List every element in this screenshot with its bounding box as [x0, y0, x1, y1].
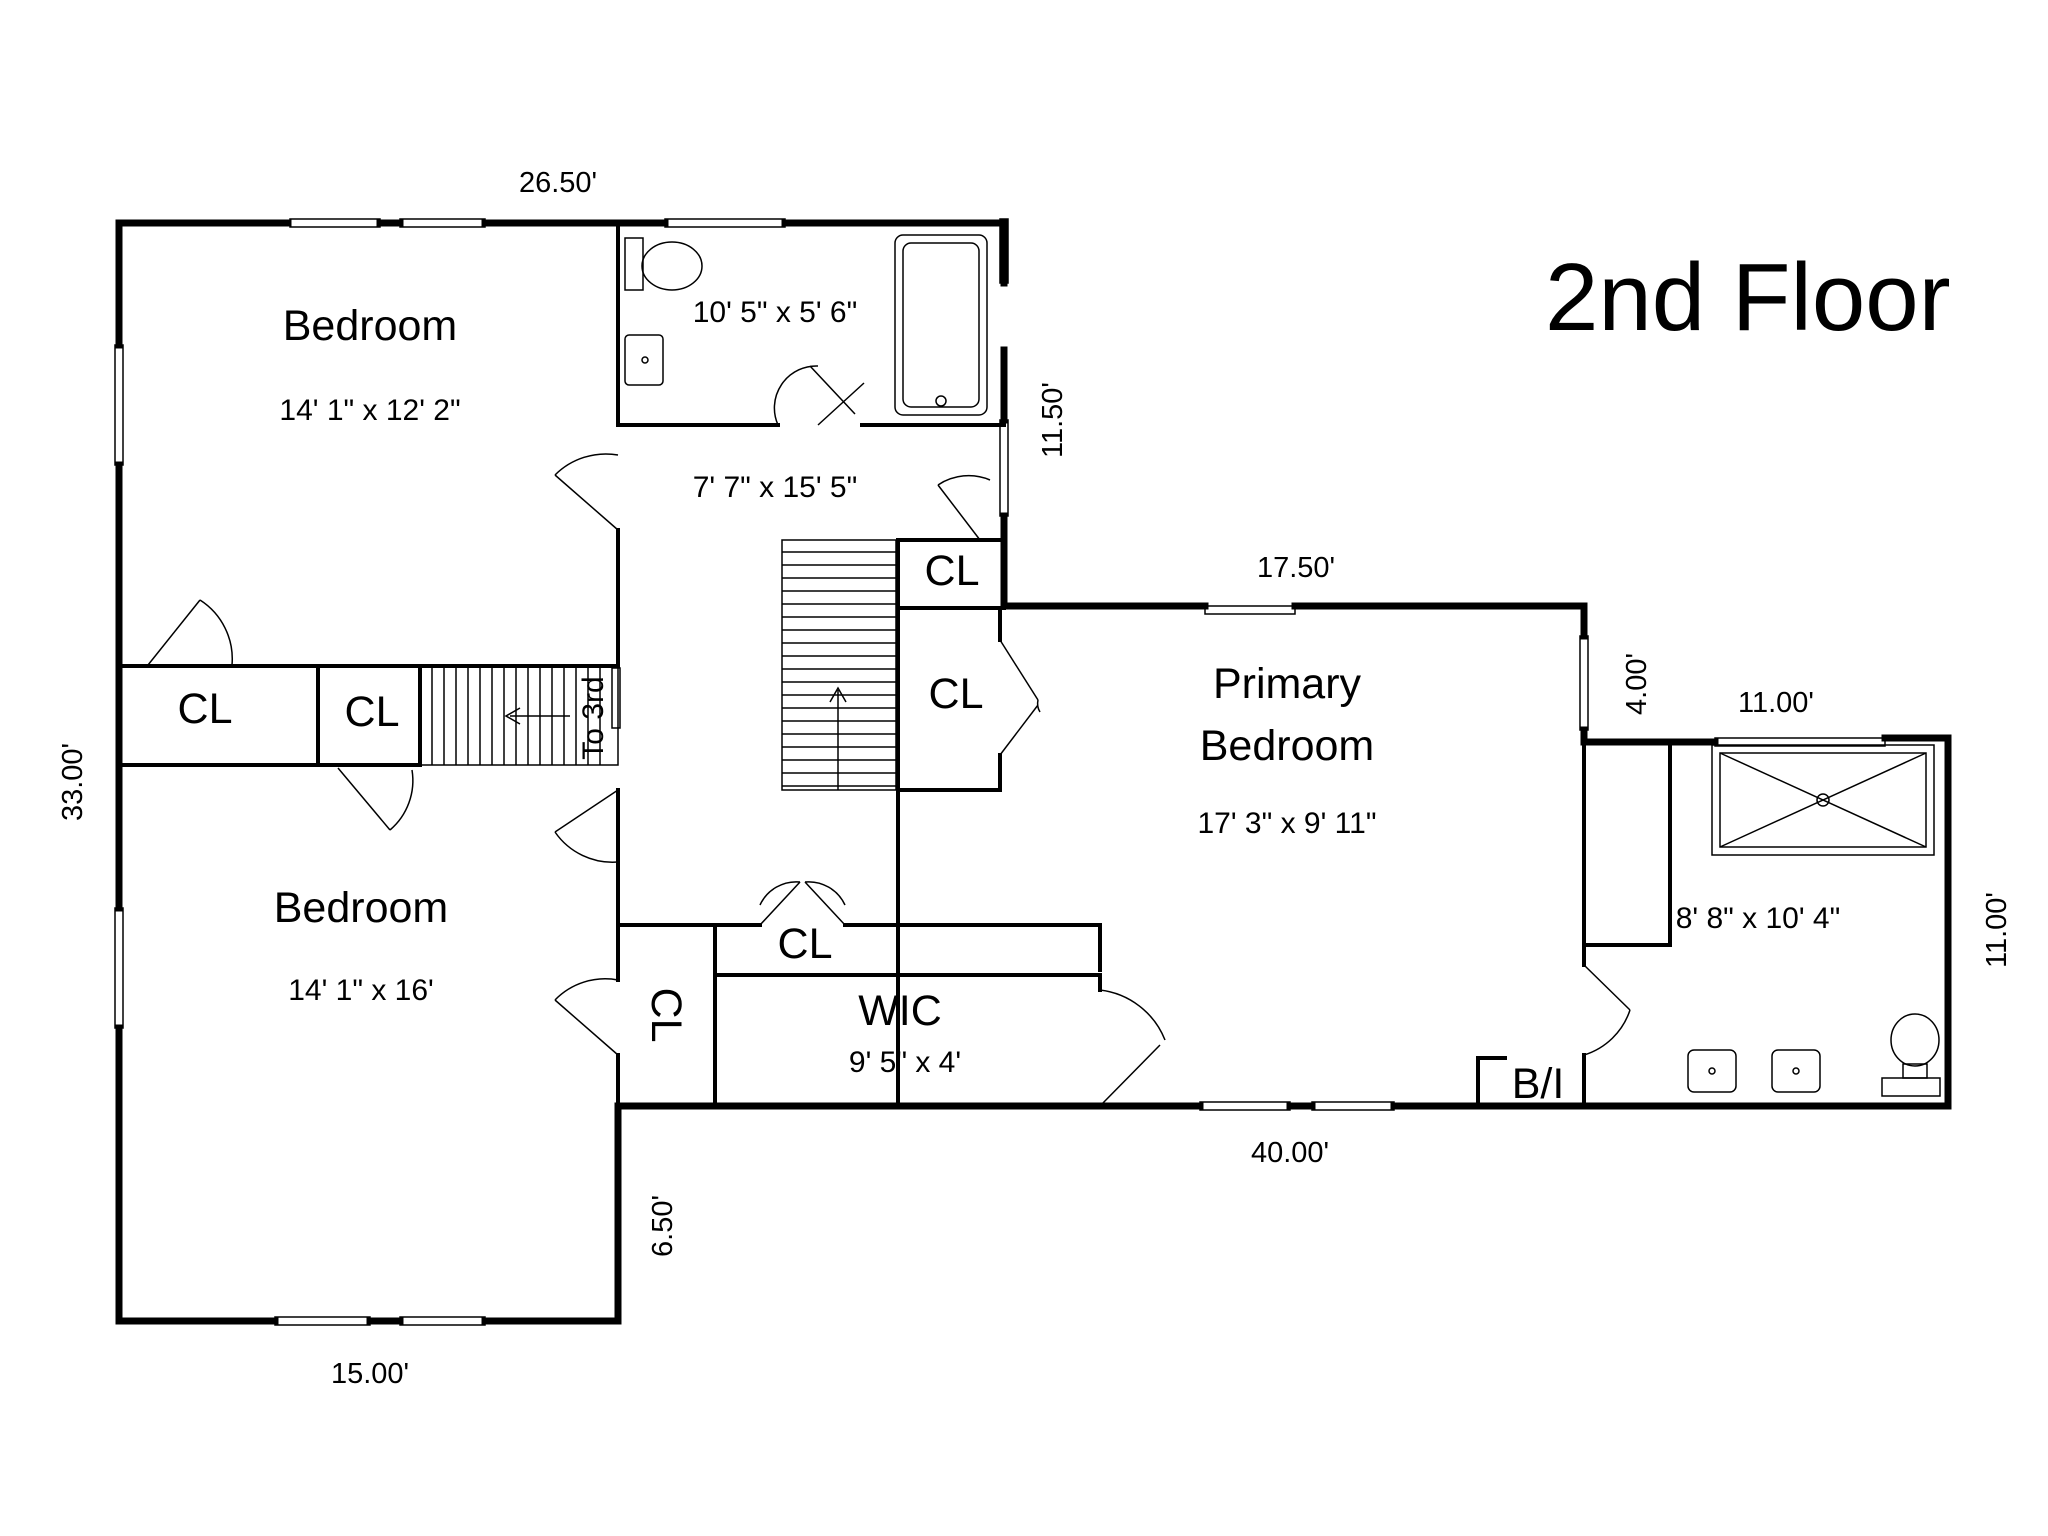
bath-top-size: 10' 5" x 5' 6" — [693, 296, 858, 329]
cl-stair-label: CL — [345, 688, 400, 736]
stairs-to-third — [419, 665, 621, 766]
primary-name-line2: Bedroom — [1200, 722, 1374, 770]
dim-primary-top: 17.50' — [1257, 552, 1335, 584]
floor-title: 2nd Floor — [1545, 244, 1951, 351]
cl-primary-label: CL — [929, 670, 984, 718]
window-top-2 — [399, 218, 486, 228]
vertical-closet-door[interactable] — [554, 999, 619, 1056]
bathtub — [894, 234, 988, 416]
bedroom-bottom-name: Bedroom — [274, 884, 448, 932]
closet-labels: CL CL CL CL CL CL B/I To 3rd — [178, 547, 1565, 1108]
bedroom-top-name: Bedroom — [283, 302, 457, 350]
primary-toilet-icon — [1890, 1013, 1940, 1067]
sink-icon — [624, 334, 664, 386]
dim-bath-right: 11.00' — [1981, 892, 2013, 968]
primary-toilet-tank — [1881, 1077, 1941, 1097]
bedroom-bottom-door[interactable] — [554, 789, 619, 833]
cl-left-label: CL — [178, 685, 233, 733]
bedroom-top-size: 14' 1" x 12' 2" — [279, 394, 460, 427]
window-primary-top — [1204, 605, 1296, 615]
primary-bath-door[interactable] — [1583, 964, 1631, 1011]
bath-door-leaf[interactable] — [809, 365, 856, 415]
dim-bottom-step: 6.50' — [647, 1195, 679, 1257]
window-hall-right — [999, 419, 1009, 517]
dim-top-width: 26.50' — [519, 167, 597, 199]
main-stairs — [781, 539, 897, 791]
room-labels: Bedroom 14' 1" x 12' 2" 10' 5" x 5' 6" 7… — [274, 296, 1841, 1079]
stair-closet-door[interactable] — [337, 767, 391, 831]
bedroom-bottom-size: 14' 1" x 16' — [288, 974, 434, 1007]
sink-left-icon — [1687, 1049, 1737, 1093]
cl-double-door-left[interactable] — [759, 881, 801, 926]
left-closet-door[interactable] — [147, 599, 201, 666]
hall-size: 7' 7" x 15' 5" — [693, 471, 858, 504]
wic-door[interactable] — [1099, 1044, 1161, 1107]
dim-right-upper: 11.50' — [1037, 382, 1069, 458]
wic-size: 9' 5" x 4' — [849, 1046, 961, 1079]
doors — [147, 365, 1631, 1107]
cl-hall-top-label: CL — [925, 547, 980, 595]
cl-vertical-label: CL — [642, 988, 690, 1043]
dim-primary-step: 4.00' — [1621, 653, 1653, 715]
dim-left-height: 33.00' — [57, 743, 89, 821]
hall-closet-door[interactable] — [937, 484, 981, 541]
tub-drain-icon — [935, 395, 947, 407]
toilet-tank — [624, 237, 644, 291]
fixtures — [624, 234, 1941, 1097]
exterior-walls — [115, 219, 1952, 1325]
primary-closet-door-bottom[interactable] — [999, 704, 1039, 756]
window-top-bath — [664, 218, 786, 228]
toilet-icon — [641, 241, 703, 291]
primary-name-line1: Primary — [1213, 660, 1362, 708]
wic-name: WIC — [858, 987, 942, 1035]
dim-bottom-total: 40.00' — [1251, 1137, 1329, 1169]
primary-closet-door-top[interactable] — [999, 639, 1039, 701]
window-left-1 — [114, 344, 124, 466]
window-top-1 — [289, 218, 381, 228]
cl-wic-top-label: CL — [778, 920, 833, 968]
window-primary-right — [1579, 635, 1589, 731]
dimension-labels: 26.50' 33.00' 15.00' 6.50' 40.00' 11.50'… — [57, 167, 2013, 1390]
cl-double-door-right[interactable] — [804, 881, 846, 926]
bedroom-top-door[interactable] — [554, 474, 619, 531]
window-primary-bottom-1 — [1199, 1101, 1291, 1111]
primary-bath-size: 8' 8" x 10' 4" — [1676, 902, 1841, 935]
dim-bath-top-width: 11.00' — [1738, 687, 1814, 719]
window-left-2 — [114, 907, 124, 1029]
primary-size: 17' 3" x 9' 11" — [1198, 807, 1377, 840]
sink-right-icon — [1771, 1049, 1821, 1093]
builtin-label: B/I — [1512, 1060, 1565, 1108]
window-primary-bottom-2 — [1311, 1101, 1395, 1111]
dim-bottom-left-width: 15.00' — [331, 1358, 409, 1390]
window-bottom-2 — [399, 1316, 486, 1326]
window-bottom-1 — [274, 1316, 371, 1326]
to-third-label: To 3rd — [577, 676, 610, 759]
shower-icon — [1711, 744, 1935, 856]
